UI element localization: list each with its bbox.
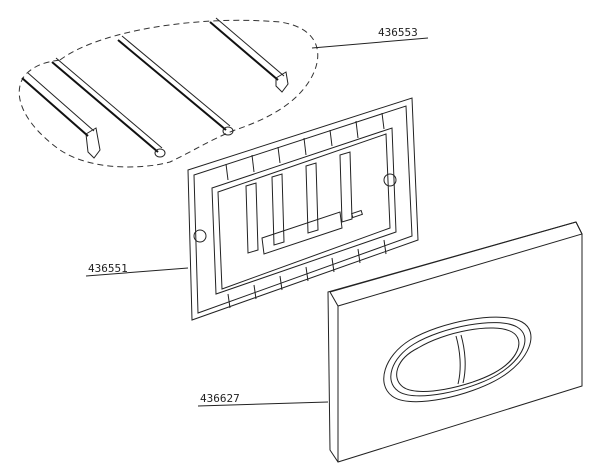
- rod-3: [117, 35, 234, 136]
- rods-boundary: [18, 19, 319, 168]
- rod-1: [21, 72, 101, 159]
- plate-part-number: 436627: [200, 392, 240, 405]
- frame-leader-line: [85, 267, 189, 277]
- frame-hole-right: [383, 173, 397, 187]
- frame-hole-left: [193, 229, 207, 243]
- flush-plate: 436627: [197, 221, 583, 463]
- mounting-frame: 436551: [85, 97, 419, 321]
- frame-part-number: 436551: [88, 262, 128, 275]
- rods-part-number: 436553: [378, 26, 418, 39]
- rods-leader-line: [311, 37, 429, 49]
- rod-2: [51, 57, 166, 158]
- rod-4: [209, 17, 289, 93]
- rods-group: 436553: [18, 17, 429, 168]
- plate-leader-line: [197, 401, 329, 407]
- dual-flush-button: [383, 316, 532, 403]
